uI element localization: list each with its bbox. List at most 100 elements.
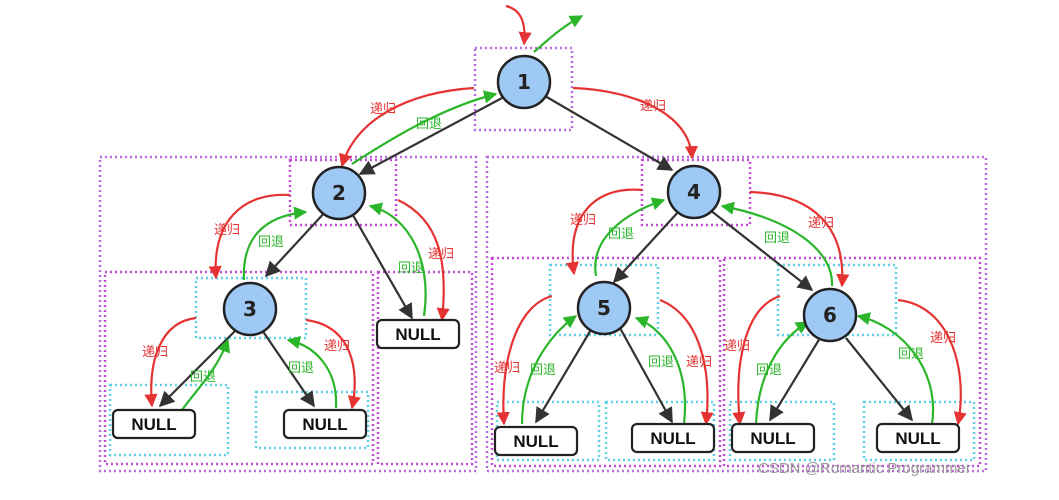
recurse-label-2-3: 递归: [214, 223, 240, 238]
null-leaf-label: NULL: [513, 432, 558, 451]
recurse-label-4-6: 递归: [808, 216, 834, 231]
tree-nodes: 1 2 3 4 5 6: [222, 54, 858, 343]
backtrack-label-null-6-right: 回退: [898, 347, 924, 362]
recurse-arrow-3-null-right: [305, 318, 361, 410]
backtrack-arrow-6-4: [720, 201, 834, 287]
null-leaf-2-right: NULL: [375, 318, 461, 350]
node-6: 6: [802, 287, 858, 343]
box-node-5-subtree: [490, 256, 722, 468]
backtrack-arrow-null-6-left: [754, 321, 810, 425]
recurse-arrow-1-4: [572, 86, 699, 160]
node-4-label: 4: [687, 180, 701, 204]
null-leaf-label: NULL: [895, 429, 940, 448]
recurse-label-1-2: 递归: [370, 102, 396, 117]
backtrack-arrow-null-3-right: [286, 336, 338, 409]
recurse-label-3-null-right: 递归: [324, 339, 350, 354]
recurse-label-1-4: 递归: [640, 99, 666, 114]
node-2-label: 2: [332, 181, 346, 205]
backtrack-arrow-5-4: [594, 197, 666, 277]
node-3-label: 3: [243, 297, 257, 321]
backtrack-label-3-2: 回退: [258, 235, 284, 250]
backtrack-arrow-null-2: [368, 202, 427, 317]
node-3: 3: [222, 281, 278, 337]
recurse-arrow-4-5: [565, 188, 643, 276]
backtrack-label-null-2: 回退: [398, 261, 424, 276]
backtrack-arrows: [181, 15, 935, 425]
edge-4-6: [709, 209, 814, 291]
backtrack-label-null-6-left: 回退: [756, 363, 782, 378]
recurse-label-6-null-right: 递归: [930, 331, 956, 346]
edge-1-4: [544, 95, 674, 171]
recurse-labels: 递归 递归 递归 递归 递归 递归 递归 递归 递归 递归 递归 递归: [142, 99, 956, 376]
backtrack-labels: 回退 回退 回退 回退 回退 回退 回退 回退 回退 回退 回退: [190, 117, 924, 385]
node-2: 2: [311, 165, 367, 221]
box-node-6-subtree: [722, 256, 982, 468]
null-leaf-label: NULL: [302, 415, 347, 434]
recurse-arrow-entry: [505, 4, 532, 46]
null-leaf-3-right: NULL: [282, 408, 368, 440]
edge-6-null-right: [845, 337, 913, 422]
recurse-arrow-6-null-right: [897, 298, 967, 426]
recurse-label-5-null-left: 递归: [494, 361, 520, 376]
backtrack-arrow-3-2: [242, 206, 308, 281]
backtrack-arrow-null-5-right: [634, 316, 687, 425]
recurse-arrow-5-null-left: [496, 294, 553, 426]
backtrack-label-null-5-right: 回退: [648, 355, 674, 370]
node-1-label: 1: [517, 70, 531, 94]
edge-1-2: [358, 97, 503, 175]
null-leaf-5-right: NULL: [630, 422, 716, 454]
recurse-label-5-null-right: 递归: [686, 355, 712, 370]
edge-3-null-right: [261, 329, 315, 408]
edge-5-null-right: [619, 327, 673, 424]
edge-3-null-left: [158, 329, 237, 408]
recurse-arrows: [144, 4, 967, 426]
null-leaves: NULL NULL NULL NULL NULL NULL NULL: [111, 318, 961, 457]
null-leaf-6-right: NULL: [875, 422, 961, 454]
null-leaf-6-left: NULL: [730, 422, 816, 454]
backtrack-label-null-3-left: 回退: [190, 370, 216, 385]
edge-5-null-left: [535, 327, 593, 424]
node-1: 1: [496, 54, 552, 110]
recurse-label-2-null: 递归: [428, 247, 454, 262]
scope-boxes: [98, 46, 988, 473]
backtrack-label-null-3-right: 回退: [288, 361, 314, 376]
edge-2-null: [349, 209, 413, 320]
recurse-arrow-1-2: [339, 86, 475, 168]
backtrack-arrow-null-6-right: [856, 312, 935, 425]
null-leaf-label: NULL: [131, 415, 176, 434]
backtrack-arrow-null-3-left: [181, 338, 231, 411]
backtrack-arrow-null-5-left: [520, 315, 578, 425]
node-4: 4: [666, 164, 722, 220]
tree-edges: [158, 95, 913, 424]
watermark: CSDN @Romantic Programmer: [758, 460, 971, 477]
edge-2-3: [264, 209, 328, 278]
node-5-label: 5: [597, 296, 611, 320]
recurse-arrow-2-null: [397, 199, 450, 322]
box-node-3: [194, 276, 308, 340]
backtrack-label-null-5-left: 回退: [530, 363, 556, 378]
node-5: 5: [576, 280, 632, 336]
node-6-label: 6: [823, 303, 837, 327]
recurse-arrow-3-null-left: [144, 316, 197, 408]
box-null-6-right: [862, 400, 976, 462]
recurse-arrow-2-3: [208, 193, 291, 280]
recurse-label-3-null-left: 递归: [142, 345, 168, 360]
null-leaf-label: NULL: [750, 429, 795, 448]
edge-4-5: [612, 209, 681, 284]
backtrack-label-2-1: 回退: [416, 117, 442, 132]
box-outer-right: [485, 155, 988, 473]
null-leaf-label: NULL: [395, 325, 440, 344]
recurse-arrow-5-null-right: [659, 298, 714, 426]
backtrack-label-6-4: 回退: [764, 231, 790, 246]
null-leaf-5-left: NULL: [493, 425, 579, 457]
edge-6-null-left: [769, 337, 821, 422]
null-leaf-label: NULL: [650, 429, 695, 448]
box-null-3-left: [108, 383, 230, 457]
recurse-arrow-4-6: [749, 190, 850, 288]
recurse-arrow-6-null-left: [732, 294, 781, 426]
backtrack-label-5-4: 回退: [608, 227, 634, 242]
box-node-1: [473, 46, 574, 132]
backtrack-arrow-exit: [533, 15, 584, 53]
recurse-label-6-null-left: 递归: [724, 339, 750, 354]
